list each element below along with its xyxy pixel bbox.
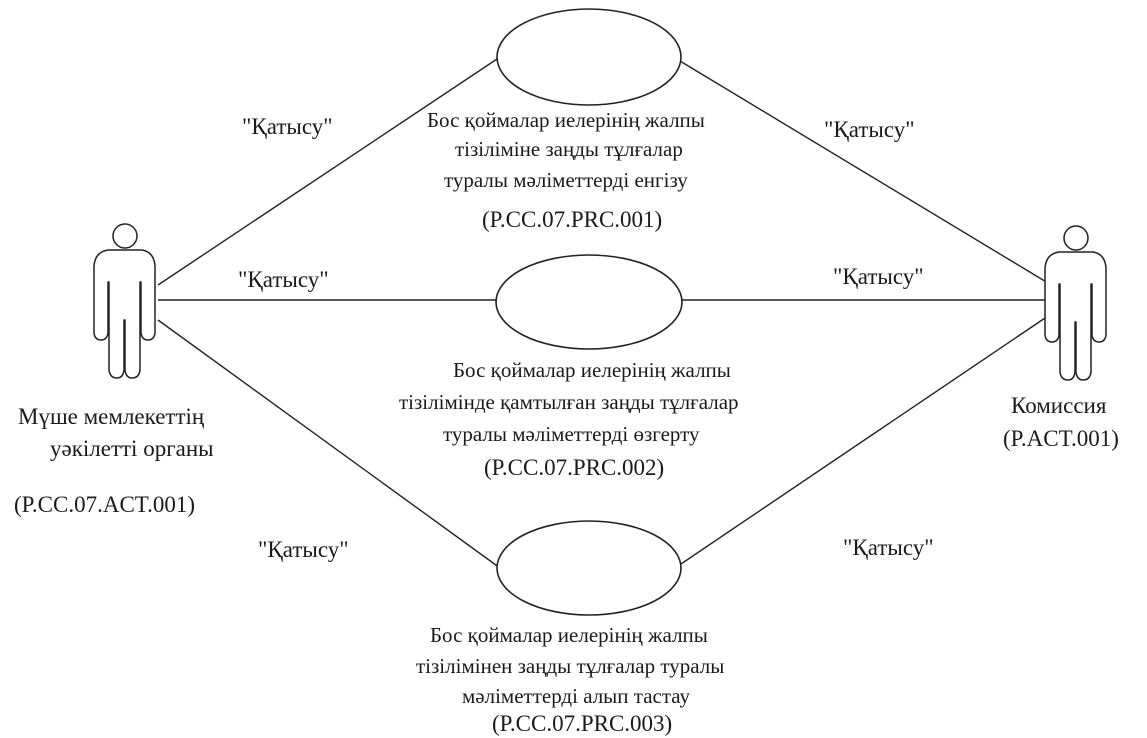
use-case-2-code: (P.CC.07.PRC.002) [484, 455, 665, 480]
use-case-2-text-line-3: туралы мәліметтерді өзгерту [443, 422, 700, 446]
right-actor-name: Комиссия [1011, 393, 1107, 418]
left-actor-head [112, 223, 138, 249]
right-actor-code: (P.ACT.001) [1003, 426, 1119, 451]
connector-uc1-right [674, 57, 1049, 284]
left-actor-body [93, 249, 156, 379]
use-case-1-code: (P.CC.07.PRC.001) [482, 207, 663, 232]
relation-label-uc1-right: "Қатысу" [824, 117, 915, 142]
use-case-3-code: (P.CC.07.PRC.003) [492, 711, 673, 736]
right-actor-figure[interactable] [1044, 225, 1107, 381]
connector-left-uc3 [157, 319, 501, 569]
use-case-3-ellipse[interactable] [496, 520, 682, 616]
use-case-3-text-line-1: Бос қоймалар иелерінің жалпы [430, 623, 708, 647]
left-actor-name-line-1: Мүше мемлекеттің [18, 404, 205, 429]
right-actor-head [1063, 225, 1089, 251]
left-actor-name-line-2: уәкілетті органы [50, 436, 214, 461]
use-case-3-text-line-2: тізілімінен заңды тұлғалар туралы [416, 654, 725, 678]
use-case-1-text-line-3: туралы мәліметтерді енгізу [444, 168, 688, 192]
use-case-2-text-line-1: Бос қоймалар иелерінің жалпы [453, 358, 731, 382]
use-case-3-text-line-3: мәліметтерді алып тастау [462, 684, 691, 708]
relation-label-uc1-left: "Қатысу" [242, 114, 333, 139]
right-actor-body [1044, 251, 1107, 381]
left-actor-figure[interactable] [93, 223, 156, 379]
use-case-2-ellipse[interactable] [495, 254, 683, 350]
left-actor-code: (P.CC.07.ACT.001) [14, 492, 196, 517]
use-case-2-text-line-2: тізілімінде қамтылған заңды тұлғалар [399, 390, 739, 414]
relation-label-uc2-right: "Қатысу" [833, 264, 924, 289]
connector-uc3-right [677, 315, 1049, 567]
relation-label-uc3-left: "Қатысу" [258, 537, 349, 562]
relation-label-uc2-left: "Қатысу" [238, 267, 329, 292]
connector-left-uc1 [157, 54, 504, 286]
use-case-1-text-line-1: Бос қоймалар иелерінің жалпы [427, 108, 705, 132]
use-case-1-ellipse[interactable] [496, 8, 682, 106]
use-case-1-text-line-2: тізіліміне заңды тұлғалар [455, 137, 683, 161]
relation-label-uc3-right: "Қатысу" [843, 535, 934, 560]
